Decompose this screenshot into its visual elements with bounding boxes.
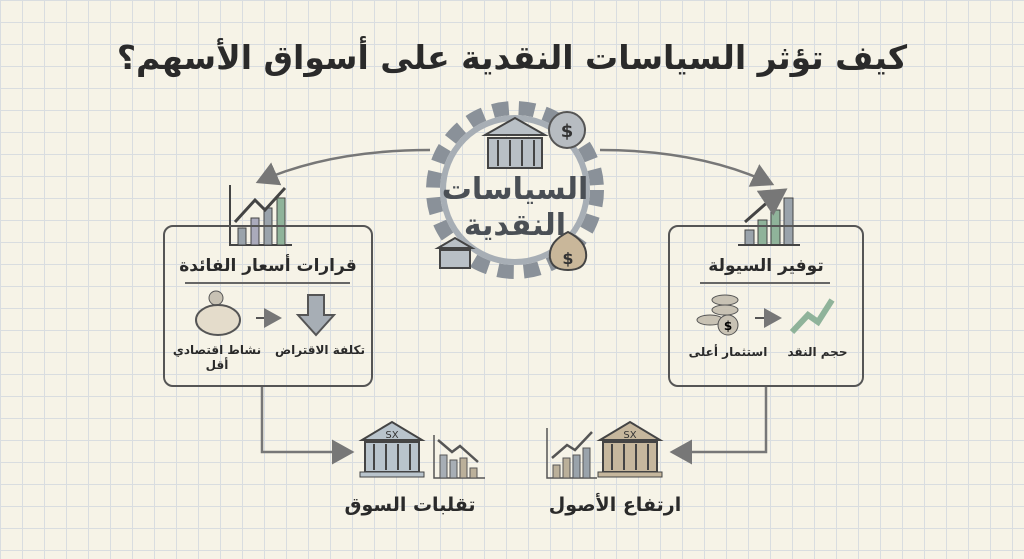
liquidity-title: توفير السيولة bbox=[708, 256, 824, 276]
money-volume-label: حجم النقد bbox=[787, 345, 848, 359]
svg-text:SX: SX bbox=[623, 430, 636, 441]
gear-bank-icon: $ $ bbox=[426, 101, 604, 279]
center-label-line1: السياسات bbox=[441, 172, 589, 207]
borrowing-cost-label: تكلفة الاقتراض bbox=[275, 343, 365, 357]
arrow-left-to-bottom bbox=[260, 387, 355, 465]
arrow-center-to-left bbox=[255, 148, 431, 186]
coins-icon: $ bbox=[696, 294, 739, 336]
market-volatility-label: تقلبات السوق bbox=[344, 494, 476, 516]
interest-rate-title: قرارات أسعار الفائدة bbox=[179, 256, 357, 276]
center-label-line2: النقدية bbox=[463, 208, 567, 243]
piggy-bank-icon bbox=[195, 290, 241, 336]
svg-text:$: $ bbox=[562, 249, 573, 268]
svg-text:$: $ bbox=[724, 319, 732, 333]
interest-rate-box bbox=[163, 225, 373, 387]
bar-chart-up-icon bbox=[738, 188, 800, 246]
svg-text:SX: SX bbox=[385, 430, 398, 441]
page-title: كيف تؤثر السياسات النقدية على أسواق الأس… bbox=[116, 38, 908, 77]
down-arrow-icon bbox=[295, 294, 337, 337]
trend-up-arrow-icon bbox=[789, 298, 835, 335]
stock-exchange-building-icon: SX bbox=[358, 420, 426, 478]
bar-chart-down-icon bbox=[433, 435, 485, 479]
arrow-right-to-bottom bbox=[669, 387, 768, 465]
bar-chart-up-icon bbox=[546, 428, 597, 479]
svg-text:$: $ bbox=[561, 121, 574, 142]
lower-activity-label: نشاط اقتصادي أقل bbox=[172, 343, 262, 372]
arrow-center-to-right bbox=[599, 148, 775, 187]
higher-investment-label: استثمار أعلى bbox=[688, 345, 768, 359]
asset-rise-label: ارتفاع الأصول bbox=[548, 494, 682, 516]
liquidity-box bbox=[668, 225, 864, 387]
stock-exchange-building-icon: SX bbox=[596, 420, 664, 478]
